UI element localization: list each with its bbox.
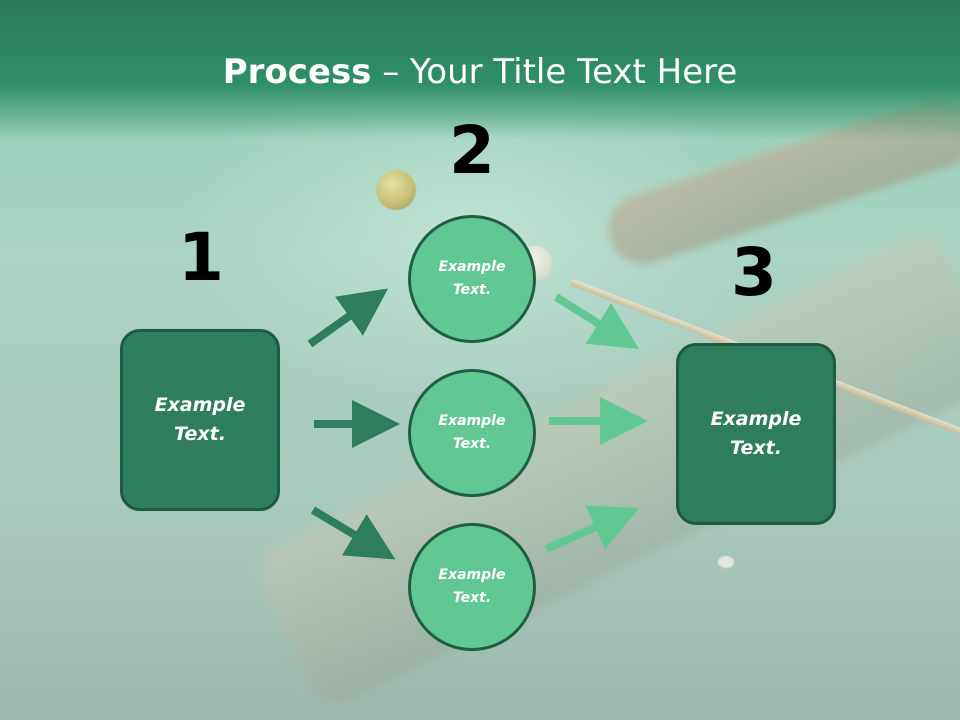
pool-ball-small [718, 556, 734, 568]
node-bottom-circle[interactable]: Example Text. [408, 523, 536, 651]
step-1-box[interactable]: Example Text. [120, 329, 280, 511]
step-1-text-line1: Example [154, 394, 246, 416]
node-top-text-line2: Text. [452, 282, 492, 298]
step-3-text-line1: Example [710, 408, 802, 430]
node-middle-circle[interactable]: Example Text. [408, 369, 536, 497]
step-number-1: 1 [178, 219, 224, 296]
title-banner [0, 0, 960, 140]
node-middle-text-line1: Example [438, 413, 506, 429]
title-rest: – Your Title Text Here [371, 52, 738, 92]
arrow-bottom-to-3 [544, 505, 640, 553]
step-3-box[interactable]: Example Text. [676, 343, 836, 525]
arrow-1-to-bottom [310, 506, 396, 560]
step-1-text-line2: Text. [174, 423, 226, 445]
node-bottom-text-line2: Text. [452, 590, 492, 606]
node-bottom-text-line1: Example [438, 567, 506, 583]
step-3-text-line2: Text. [730, 437, 782, 459]
step-number-2: 2 [449, 112, 495, 189]
arrow-top-to-3 [553, 293, 640, 349]
node-top-text-line1: Example [438, 259, 506, 275]
node-top-circle[interactable]: Example Text. [408, 215, 536, 343]
step-number-3: 3 [731, 234, 777, 311]
slide-title[interactable]: Process – Your Title Text Here [0, 52, 960, 92]
arrow-1-to-top [307, 288, 389, 348]
title-bold: Process [222, 52, 372, 92]
pool-ball [376, 170, 416, 210]
node-middle-text-line2: Text. [452, 436, 492, 452]
